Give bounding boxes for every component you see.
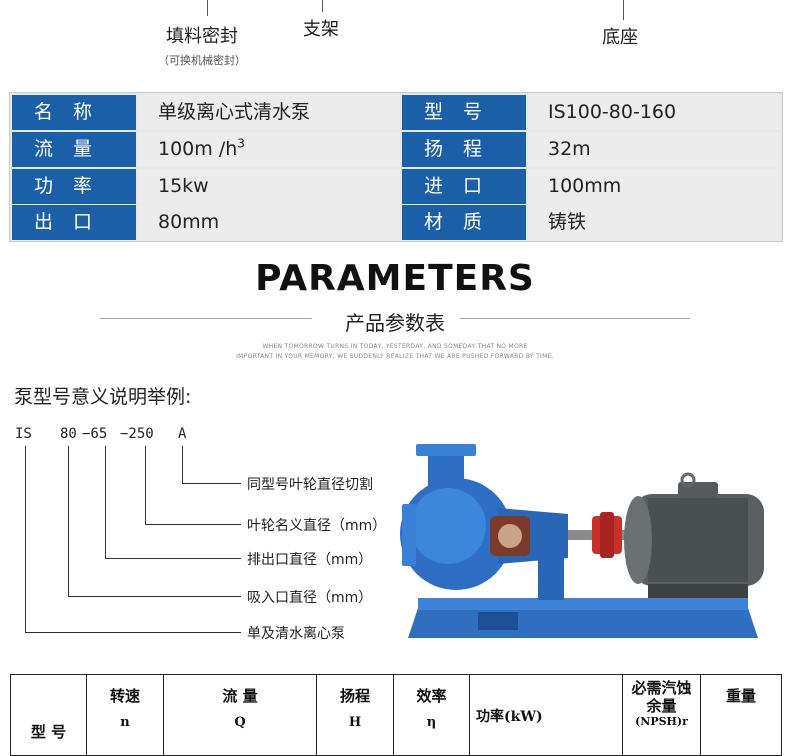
header-npsh-line2: 余量 <box>646 697 677 715</box>
leader-vertical <box>145 446 146 524</box>
spec-value: 100mm <box>528 169 780 204</box>
model-explain-title: 泵型号意义说明举例: <box>14 386 192 408</box>
header-power: 功率(kW) <box>476 709 543 725</box>
leader-horizontal <box>105 558 241 559</box>
spec-row: 流量 100m /h3 扬程 32m <box>10 132 782 167</box>
spec-header: 流量 <box>12 132 136 167</box>
label-base: 底座 <box>602 27 638 48</box>
spec-row: 名称 单级离心式清水泵 型号 IS100-80-160 <box>10 95 782 130</box>
model-code-impeller: −250 <box>120 426 154 442</box>
table-header-weight: 重量 <box>701 675 781 755</box>
table-header-speed: 转速 n <box>87 675 164 755</box>
tagline-line-2: IMPORTANT IN YOUR MEMORY, WE SUDDENLY RE… <box>236 353 554 360</box>
pump-base <box>408 608 758 638</box>
leader-horizontal <box>25 632 241 633</box>
tagline-line-1: WHEN TOMORROW TURNS IN TODAY, YESTERDAY,… <box>262 343 528 350</box>
spec-header: 进口 <box>402 169 526 204</box>
model-code-series: IS <box>15 426 32 442</box>
spec-value: 15kw <box>138 169 400 204</box>
spec-value: 单级离心式清水泵 <box>138 95 400 130</box>
pump-volute-highlight <box>410 488 486 564</box>
header-head-symbol: H <box>348 715 362 730</box>
desc-outlet-diameter: 排出口直径（mm） <box>247 552 373 568</box>
spec-value: 32m <box>528 132 780 167</box>
pointer-line-base <box>623 0 624 20</box>
label-packing-seal: 填料密封 <box>166 26 238 47</box>
pointer-line-packing <box>207 0 208 16</box>
header-flow: 流 量 <box>222 687 258 705</box>
table-header-power: 功率(kW) <box>470 675 623 755</box>
desc-impeller-cut: 同型号叶轮直径切割 <box>247 477 373 493</box>
parameters-subtitle: 产品参数表 <box>345 311 445 335</box>
header-model: 型 号 <box>30 723 67 741</box>
leader-horizontal <box>182 483 241 484</box>
pump-discharge-flange <box>416 444 476 456</box>
spec-value: 80mm <box>138 205 400 240</box>
header-flow-symbol: Q <box>234 715 246 730</box>
spec-value: 铸铁 <box>528 205 780 240</box>
header-npsh-line1: 必需汽蚀 <box>631 679 692 697</box>
model-code-inlet: 80 <box>60 426 77 442</box>
pump-shaft <box>568 530 594 540</box>
parameters-title: PARAMETERS <box>255 258 535 299</box>
leader-vertical <box>68 446 69 596</box>
table-header-model: 型 号 <box>11 675 87 755</box>
pointer-line-bracket <box>322 0 323 12</box>
spec-header: 材质 <box>402 205 526 240</box>
desc-impeller-diameter: 叶轮名义直径（mm） <box>247 518 387 534</box>
desc-pump-type: 单及清水离心泵 <box>247 626 345 642</box>
pump-base-top <box>418 598 748 610</box>
decorative-line-right <box>460 318 690 319</box>
leader-horizontal <box>68 596 241 597</box>
desc-inlet-diameter: 吸入口直径（mm） <box>247 590 373 606</box>
spec-row: 出口 80mm 材质 铸铁 <box>10 205 782 240</box>
pump-illustration <box>400 444 764 638</box>
table-header-head: 扬程 H <box>317 675 394 755</box>
pump-base-slot <box>478 612 518 630</box>
flow-value: 100m /h <box>158 138 238 160</box>
pump-coupling-ring <box>600 512 614 558</box>
label-bracket: 支架 <box>303 19 339 40</box>
spec-header: 型号 <box>402 95 526 130</box>
table-header-flow: 流 量 Q <box>164 675 317 755</box>
pump-seal-ring <box>498 524 522 548</box>
motor-eyebolt <box>680 472 696 488</box>
leader-vertical <box>182 446 183 483</box>
header-speed-symbol: n <box>120 715 130 730</box>
spec-value: IS100-80-160 <box>528 95 780 130</box>
pump-bracket-foot <box>538 558 564 600</box>
table-header-npsh: 必需汽蚀 余量 (NPSH)r <box>623 675 701 755</box>
leader-vertical <box>105 446 106 558</box>
model-code-cut: A <box>178 426 187 442</box>
leader-horizontal <box>145 524 241 525</box>
header-npsh-line3: (NPSH)r <box>635 715 688 728</box>
motor-fins <box>648 498 748 582</box>
spec-header: 出口 <box>12 205 136 240</box>
label-packing-note: （可换机械密封） <box>158 54 246 67</box>
spec-header: 功率 <box>12 169 136 204</box>
decorative-line-left <box>100 318 312 319</box>
flow-unit-superscript: 3 <box>237 136 245 151</box>
spec-value: 100m /h3 <box>138 132 400 167</box>
pump-suction-flange <box>402 504 416 566</box>
model-code-outlet: −65 <box>82 426 108 442</box>
spec-header: 名称 <box>12 95 136 130</box>
leader-vertical <box>25 446 26 632</box>
header-head: 扬程 <box>339 687 370 705</box>
spec-header: 扬程 <box>402 132 526 167</box>
spec-row: 功率 15kw 进口 100mm <box>10 169 782 204</box>
header-efficiency: 效率 <box>416 687 447 705</box>
spec-table: 名称 单级离心式清水泵 型号 IS100-80-160 流量 100m /h3 … <box>9 92 783 242</box>
parameter-table: 型 号 转速 n 流 量 Q 扬程 H 效率 η 功率(kW) 必需汽蚀 余量 … <box>10 674 782 756</box>
header-weight: 重量 <box>725 687 756 705</box>
motor-end-cap <box>624 496 652 584</box>
table-header-efficiency: 效率 η <box>394 675 470 755</box>
header-efficiency-symbol: η <box>426 715 437 730</box>
motor-foot <box>648 584 748 598</box>
header-speed: 转速 <box>109 687 140 705</box>
